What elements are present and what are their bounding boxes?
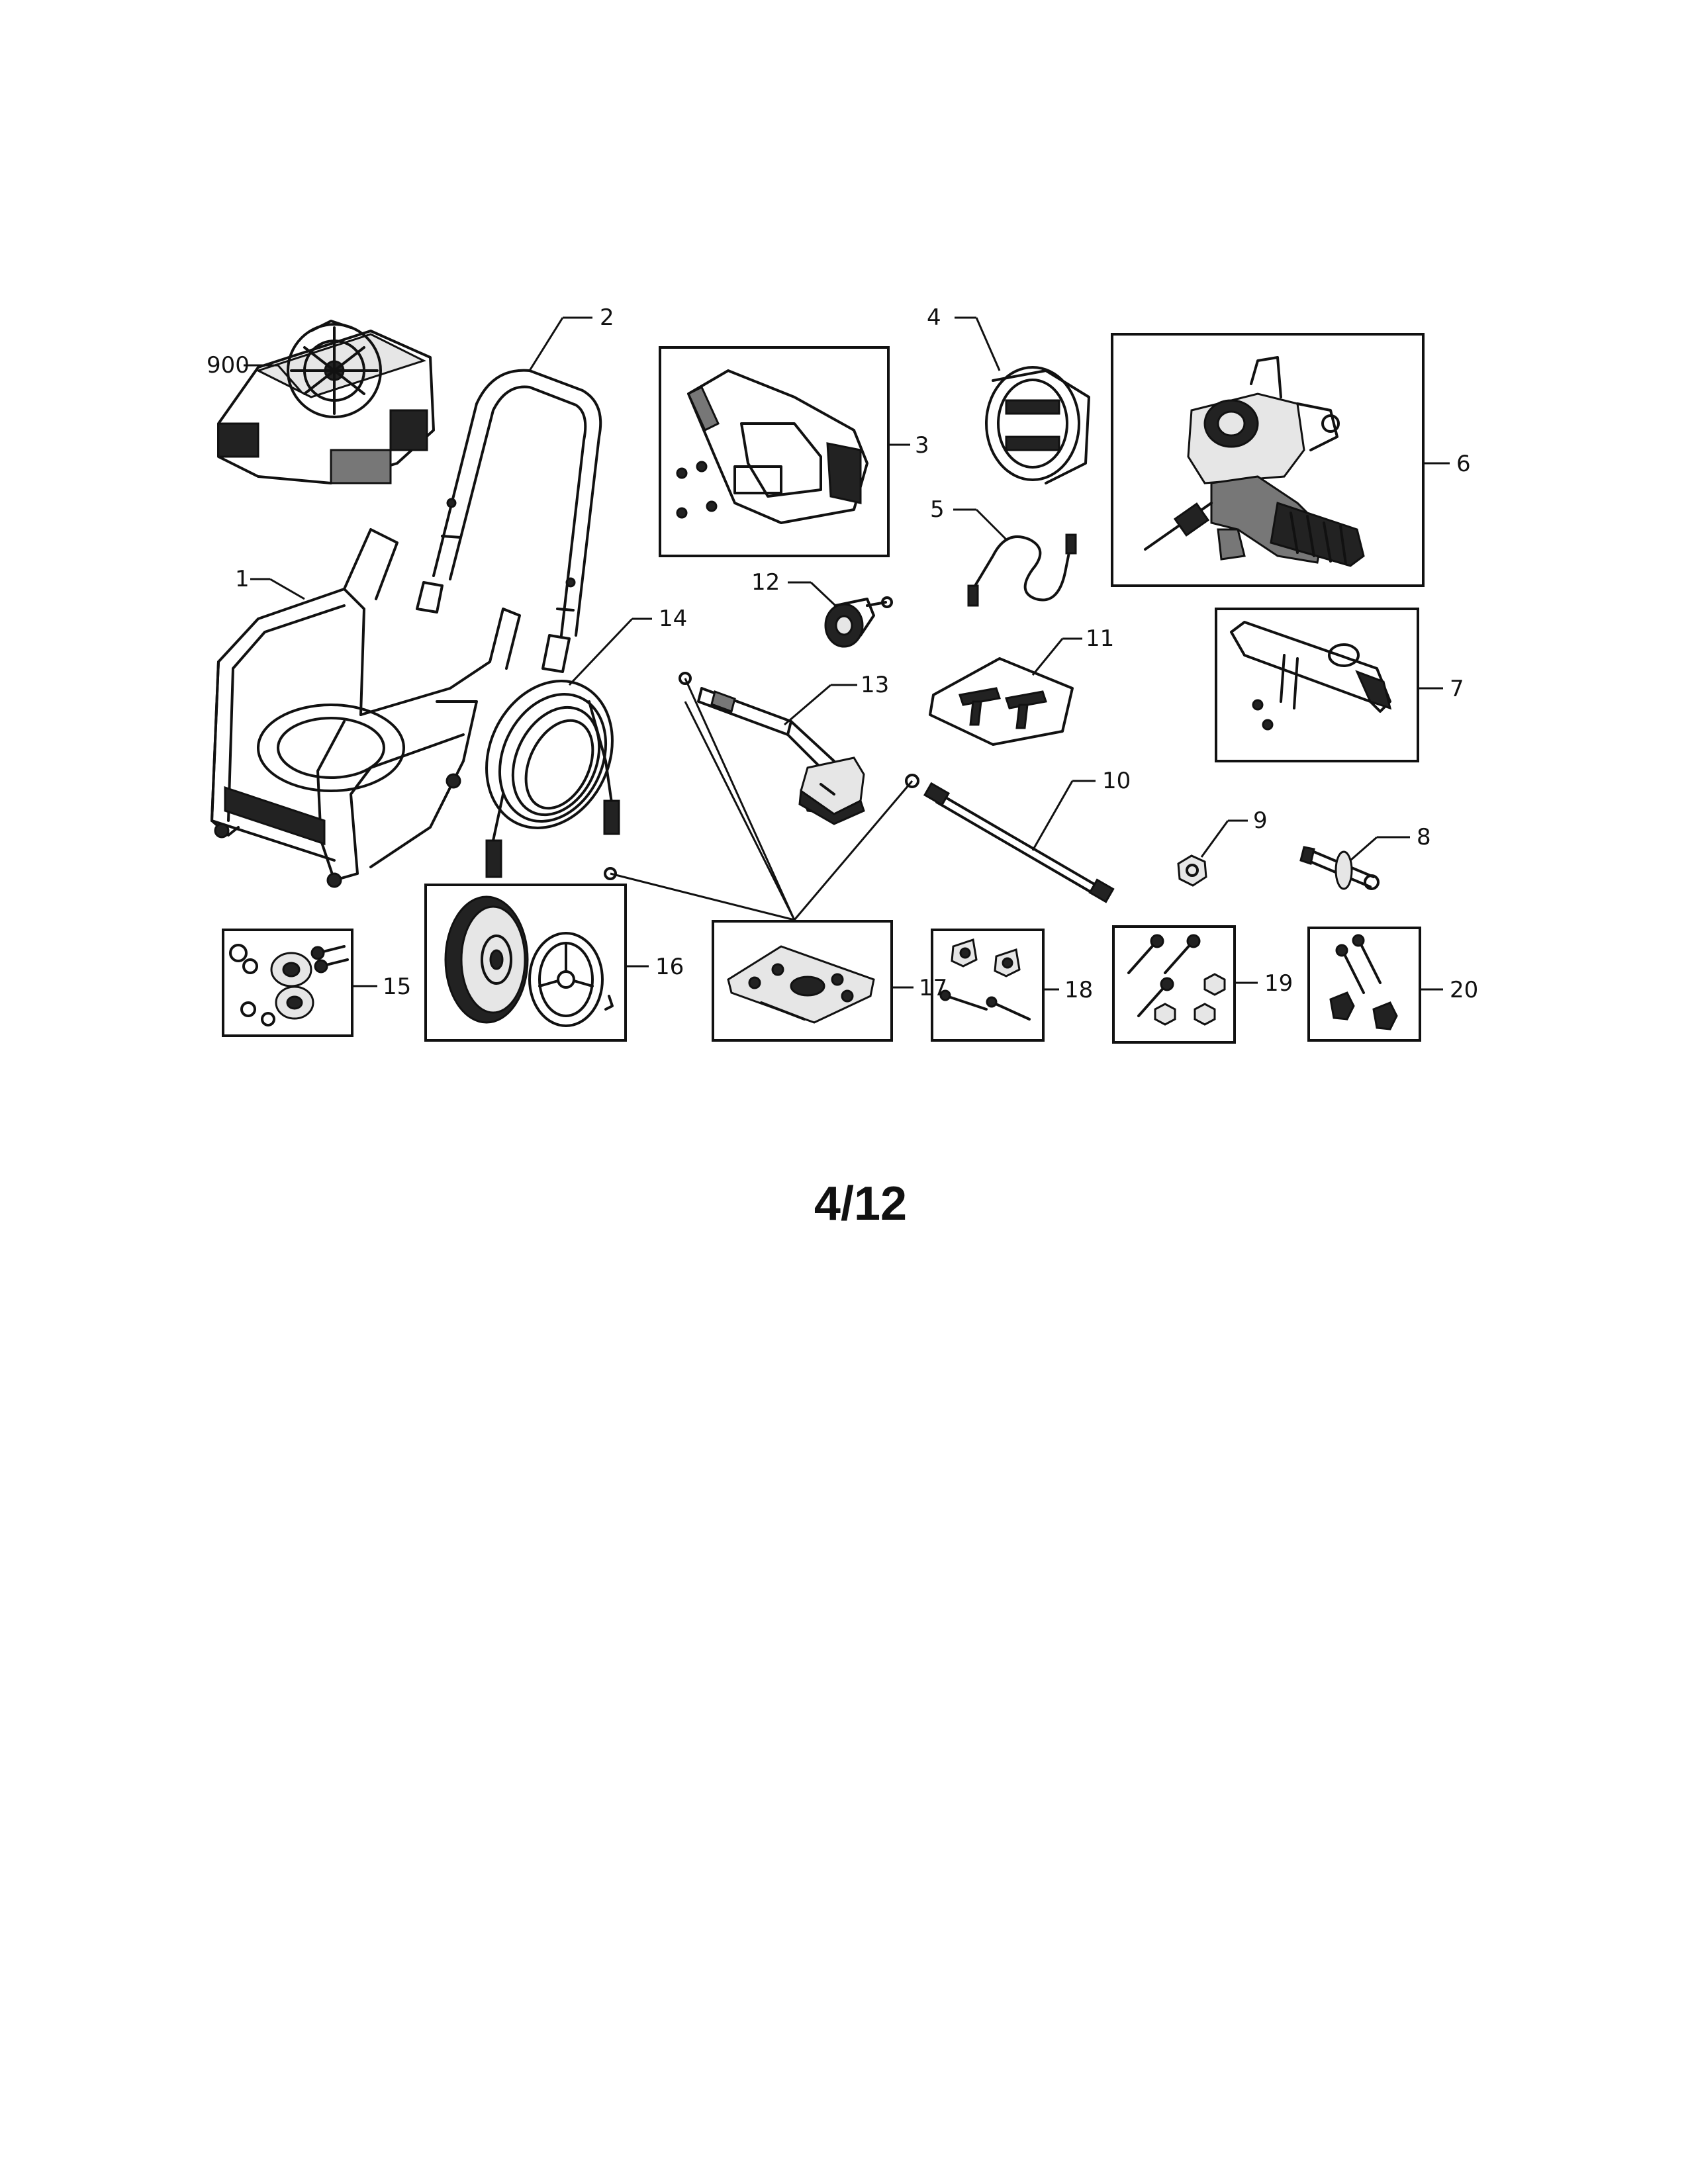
part-10-wand [905, 774, 1115, 903]
part-3-panel [676, 369, 868, 524]
callout-4: 4 [927, 304, 941, 331]
part-1-frame [211, 528, 521, 888]
part-900-engine [217, 320, 435, 484]
part-15-box [222, 929, 353, 1037]
part-7-bracket [1230, 621, 1392, 731]
part-7-box [1215, 608, 1419, 762]
callout-15: 15 [383, 974, 411, 1000]
part-19-bolts [1127, 934, 1226, 1026]
part-11-nozzle-kit [929, 657, 1074, 746]
callout-20: 20 [1450, 977, 1478, 1003]
callout-6: 6 [1456, 451, 1471, 477]
callout-3: 3 [915, 432, 929, 459]
callout-9: 9 [1253, 807, 1268, 834]
page-number-label: 4/12 [814, 1177, 908, 1230]
part-14-hose [485, 680, 620, 880]
part-6-pump [1144, 356, 1365, 567]
callout-11: 11 [1086, 625, 1114, 652]
assembly-lines [610, 678, 914, 921]
callout-2: 2 [600, 304, 614, 331]
part-16-box [424, 884, 627, 1042]
callout-13: 13 [861, 672, 889, 698]
callout-5: 5 [930, 496, 945, 523]
part-20-box [1307, 927, 1421, 1042]
callout-19: 19 [1264, 970, 1293, 997]
callout-18: 18 [1064, 977, 1093, 1003]
part-17-box [712, 920, 893, 1042]
part-19-box [1112, 925, 1236, 1044]
callout-8: 8 [1417, 824, 1431, 850]
part-12-nozzle [824, 596, 893, 648]
part-16-wheel [444, 895, 614, 1027]
callout-14: 14 [659, 606, 687, 632]
callout-7: 7 [1450, 676, 1464, 702]
callout-900: 900 [207, 352, 250, 379]
part-3-box [659, 346, 890, 557]
part-6-box [1111, 333, 1425, 587]
part-17-plate [727, 945, 875, 1024]
part-13-spray-gun [679, 672, 865, 825]
part-2-handle [416, 369, 602, 673]
callout-10: 10 [1102, 768, 1131, 794]
callout-1: 1 [235, 566, 250, 592]
callout-12: 12 [751, 569, 780, 596]
part-20-hardware [1329, 934, 1398, 1030]
part-18-box [931, 929, 1045, 1042]
part-4-reel [985, 366, 1090, 484]
part-5-cable [967, 533, 1077, 607]
part-9-nut [1177, 854, 1207, 887]
callout-16: 16 [655, 954, 684, 980]
part-18-hardware [939, 938, 1031, 1021]
part-8-axle [1299, 846, 1380, 890]
part-15-hardware [229, 944, 349, 1026]
